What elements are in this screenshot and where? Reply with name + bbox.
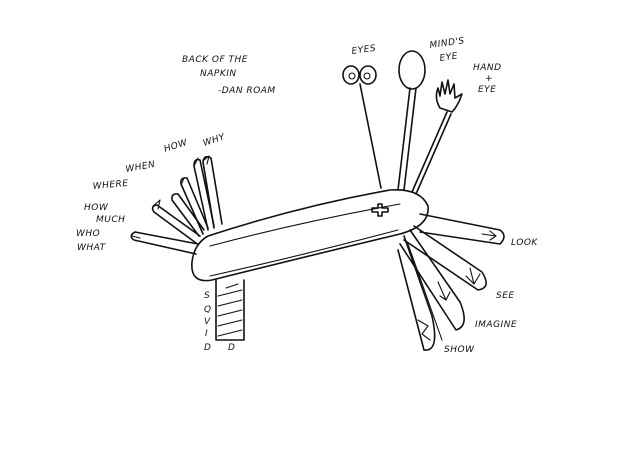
label-eyes: EYES bbox=[351, 44, 377, 57]
label-where: WHERE bbox=[92, 179, 129, 192]
author-credit: -DAN ROAM bbox=[218, 86, 276, 96]
saw-d-right: D bbox=[228, 343, 235, 353]
saw-letter-d: D bbox=[204, 343, 211, 353]
label-how: HOW bbox=[163, 138, 190, 155]
saw-blade bbox=[215, 279, 245, 341]
show-scribble-icon bbox=[417, 319, 431, 341]
minds-eye-loop bbox=[398, 50, 426, 90]
blade-how-much bbox=[151, 204, 201, 244]
swiss-cross-icon bbox=[371, 203, 389, 217]
label-hand-eye-2: + bbox=[485, 74, 493, 84]
label-minds-eye-2: EYE bbox=[439, 52, 459, 64]
saw-letter-s: S bbox=[204, 291, 210, 301]
label-hand-eye-1: HAND bbox=[473, 63, 502, 73]
blade-show bbox=[397, 235, 436, 351]
label-how-much-1: HOW bbox=[84, 203, 109, 213]
label-show: SHOW bbox=[444, 345, 475, 355]
imagine-arrow-icon bbox=[437, 281, 451, 301]
right-blades bbox=[397, 213, 505, 351]
eyes-stick bbox=[359, 83, 382, 189]
label-how-much-2: MUCH bbox=[96, 215, 125, 225]
blade-look bbox=[419, 213, 505, 245]
left-blades bbox=[130, 155, 223, 255]
hand-eye-stick bbox=[411, 111, 452, 195]
blade-who-what bbox=[130, 231, 199, 255]
saw-letter-i: I bbox=[205, 329, 208, 339]
knife-body-lower-line bbox=[209, 229, 399, 277]
top-tools bbox=[342, 50, 463, 195]
label-what: WHAT bbox=[77, 243, 107, 253]
label-minds-eye-1: MIND'S bbox=[429, 36, 465, 51]
label-who: WHO bbox=[76, 229, 100, 239]
eyes-right-eye bbox=[359, 65, 377, 85]
eyes-left-eye bbox=[342, 65, 360, 85]
label-hand-eye-3: EYE bbox=[478, 85, 496, 95]
saw-letter-v: V bbox=[204, 317, 211, 327]
look-arrow-icon bbox=[481, 230, 497, 241]
title-line-1: BACK OF THE bbox=[182, 55, 248, 65]
label-see: SEE bbox=[496, 291, 515, 301]
blade-imagine bbox=[399, 229, 465, 331]
saw-letter-q: Q bbox=[204, 305, 212, 315]
title-line-2: NAPKIN bbox=[200, 69, 237, 79]
blade-see bbox=[403, 225, 487, 291]
label-why: WHY bbox=[202, 132, 228, 149]
label-look: LOOK bbox=[511, 238, 538, 248]
knife-body-outline bbox=[191, 189, 429, 282]
label-imagine: IMAGINE bbox=[475, 320, 517, 330]
blade-why bbox=[202, 155, 223, 229]
knife-body bbox=[191, 189, 429, 282]
saw-tool bbox=[215, 279, 245, 341]
label-when: WHEN bbox=[125, 160, 156, 175]
blade-where bbox=[171, 193, 205, 237]
hand-icon bbox=[435, 79, 463, 113]
minds-eye-stick bbox=[397, 87, 417, 191]
see-arrow-icon bbox=[465, 267, 481, 285]
